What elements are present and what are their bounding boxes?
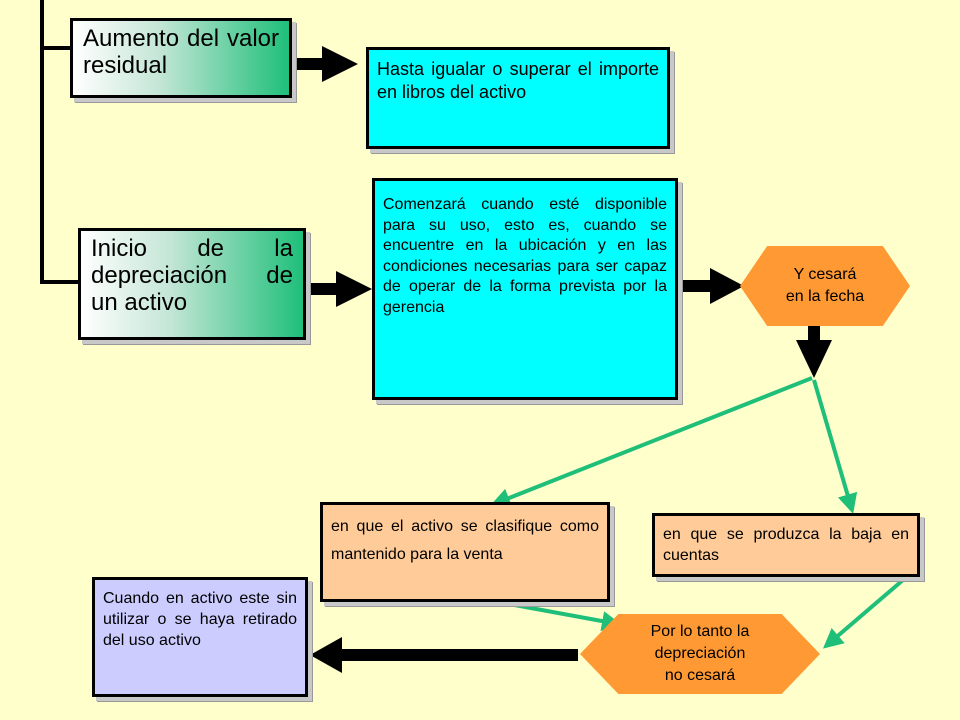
- green-arrow-to-clasifique: [490, 376, 813, 508]
- arrow-aumento-to-hasta: [294, 46, 358, 82]
- box-comenzara: Comenzará cuando esté disponible para su…: [372, 178, 678, 400]
- arrow-inicio-to-comenzara: [306, 271, 372, 307]
- text-portanto-2: depreciación: [654, 645, 746, 662]
- arrow-comenzara-to-cesara: [682, 268, 744, 304]
- text-portanto-3: no cesará: [664, 667, 736, 684]
- box-baja-cuentas: en que se produzca la baja en cuentas: [652, 513, 920, 577]
- green-arrow-clasifique-to-portanto: [497, 600, 622, 631]
- hex-por-lo-tanto: Por lo tanto la depreciación no cesará: [580, 614, 820, 694]
- box-cuando-sin-utilizar: Cuando en activo este sin utilizar o se …: [92, 577, 308, 697]
- box-clasifique-venta: en que el activo se clasifique como mant…: [320, 502, 610, 602]
- text-aumento: Aumento del valor residual: [83, 25, 279, 79]
- text-clasifique: en que el activo se clasifique como mant…: [331, 518, 599, 563]
- text-inicio: Inicio de la depreciación de un activo: [91, 235, 293, 316]
- green-arrow-baja-to-portanto: [822, 572, 912, 649]
- text-hasta: Hasta igualar o superar el importe en li…: [377, 59, 659, 102]
- box-hasta-igualar: Hasta igualar o superar el importe en li…: [366, 47, 670, 149]
- arrow-cesara-down: [796, 324, 832, 378]
- text-cuando: Cuando en activo este sin utilizar o se …: [103, 590, 297, 649]
- text-portanto-1: Por lo tanto la: [650, 623, 750, 640]
- hex-cesara: Y cesará en la fecha: [740, 246, 910, 326]
- arrow-portanto-to-cuando: [310, 637, 578, 673]
- green-arrow-to-baja: [812, 379, 858, 514]
- box-aumento-valor-residual: Aumento del valor residual: [70, 18, 292, 98]
- text-baja: en que se produzca la baja en cuentas: [663, 526, 909, 564]
- text-cesara-1: Y cesará: [793, 266, 857, 283]
- text-comenzara: Comenzará cuando esté disponible para su…: [383, 196, 667, 316]
- text-cesara-2: en la fecha: [785, 288, 865, 305]
- box-inicio-depreciacion: Inicio de la depreciación de un activo: [78, 228, 306, 340]
